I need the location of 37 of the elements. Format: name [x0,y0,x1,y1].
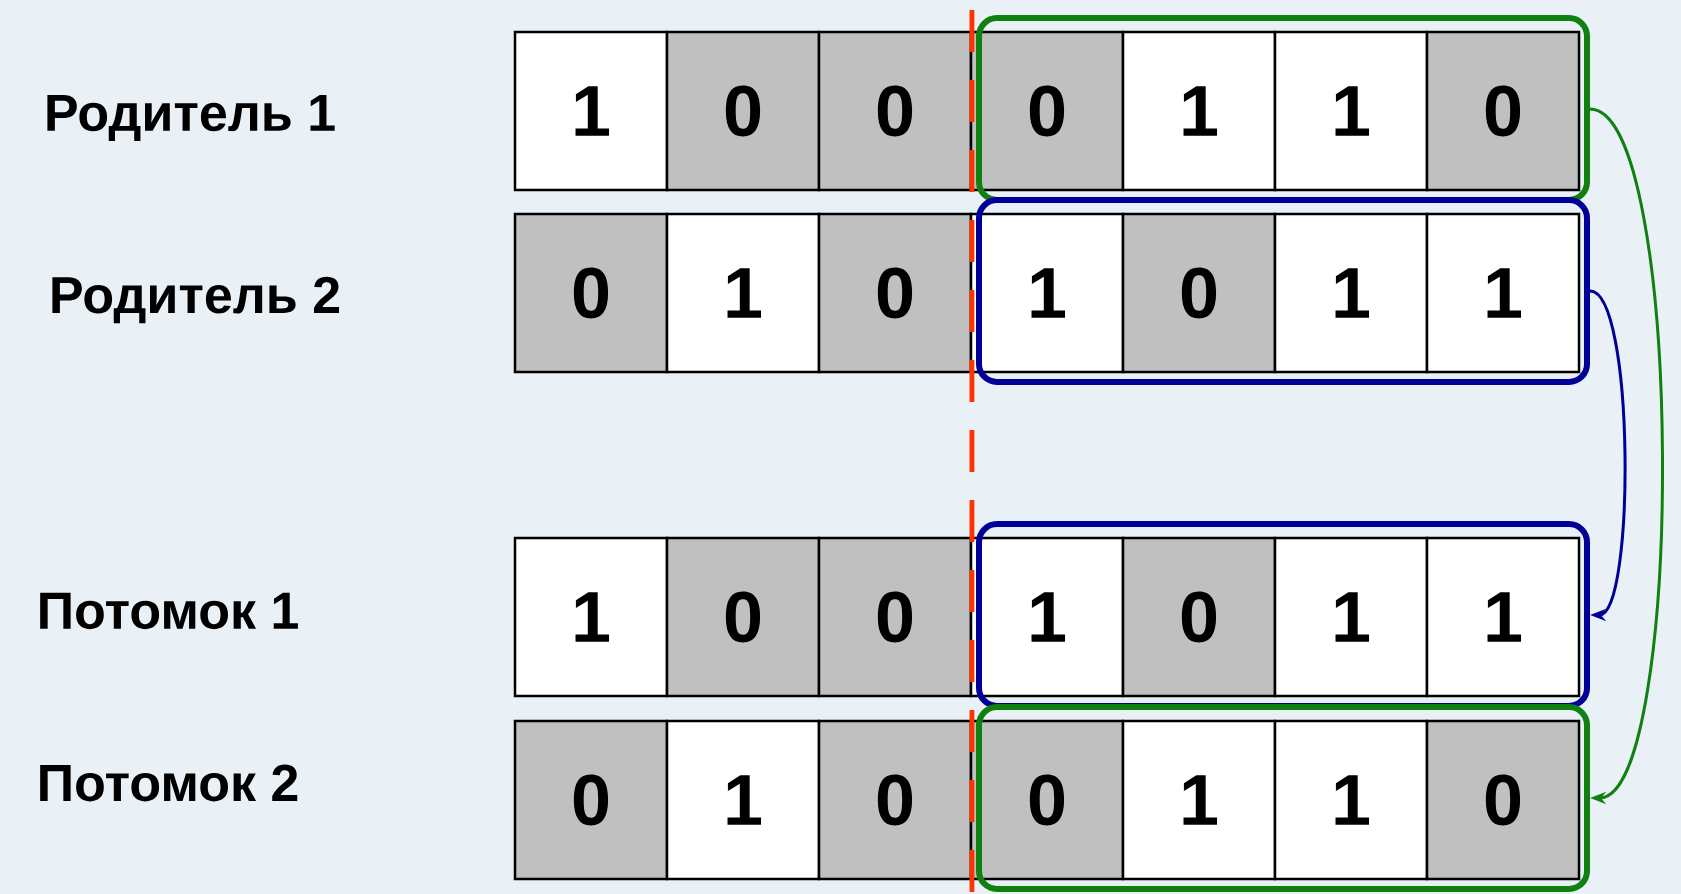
row-label: Родитель 2 [52,276,339,324]
gene-cell: 0 [665,30,821,192]
gene-cell: 0 [1425,30,1581,192]
gene-cell: 0 [665,536,821,698]
gene-cell: 1 [1425,536,1581,698]
gene-cell: 1 [513,536,669,698]
arrow [1589,289,1627,622]
gene-cell: 0 [817,30,973,192]
row-label: Родитель 1 [47,94,335,142]
gene-cell: 0 [969,30,1125,192]
gene-cell: 1 [1273,719,1429,881]
gene-cell: 1 [1121,30,1277,192]
gene-cell: 0 [1121,212,1277,374]
gene-cell: 0 [817,212,973,374]
row-label: Потомок 1 [40,592,298,630]
gene-cell: 1 [665,719,821,881]
gene-cell: 0 [1121,536,1277,698]
gene-cell: 0 [817,719,973,881]
gene-cell: 1 [665,212,821,374]
selection-frame [976,15,1590,203]
selection-frame [976,197,1590,385]
gene-cell: 0 [513,719,669,881]
gene-cell: 1 [1273,536,1429,698]
gene-cell: 0 [969,719,1125,881]
gene-cell: 1 [969,536,1125,698]
selection-frame [976,521,1590,709]
gene-cell: 1 [513,30,669,192]
gene-cell: 0 [1425,719,1581,881]
gene-cell: 0 [817,536,973,698]
selection-frame [976,704,1590,892]
gene-cell: 1 [1121,719,1277,881]
row-label: Потомок 2 [40,764,298,802]
gene-cell: 1 [1273,212,1429,374]
gene-cell: 1 [969,212,1125,374]
gene-cell: 1 [1273,30,1429,192]
gene-cell: 0 [513,212,669,374]
gene-cell: 1 [1425,212,1581,374]
